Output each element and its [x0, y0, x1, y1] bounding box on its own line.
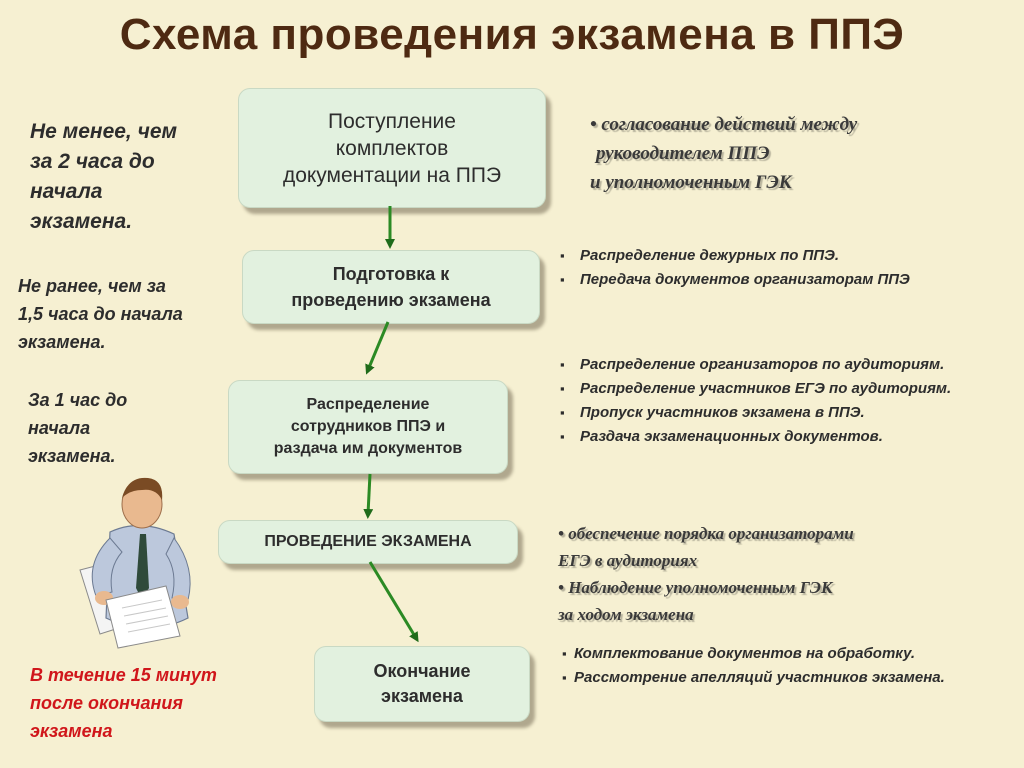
step-label: Поступление комплектов документации на П…: [282, 109, 502, 187]
action-line: • согласование действий между: [590, 114, 858, 135]
list-item: Распределение дежурных по ППЭ.: [560, 244, 1000, 268]
list-item: Распределение участников ЕГЭ по аудитори…: [560, 377, 1000, 401]
timing-note-1: Не менее, чем за 2 часа до начала экзаме…: [30, 120, 178, 233]
list-item: Пропуск участников экзамена в ППЭ.: [560, 401, 1000, 425]
step-label: Распределение сотрудников ППЭ и раздача …: [273, 396, 463, 457]
page-title: Схема проведения экзамена в ППЭ: [119, 10, 905, 59]
timing-note-2: Не ранее, чем за 1,5 часа до начала экза…: [18, 276, 183, 352]
action-line: • обеспечение порядка организаторами: [558, 524, 854, 543]
list-item: Рассмотрение апелляций участников экзаме…: [562, 666, 1002, 690]
step-staff-distribution: Распределение сотрудников ППЭ и раздача …: [228, 380, 508, 474]
list-item: Распределение организаторов по аудитория…: [560, 353, 1000, 377]
step-label: Подготовка к проведению экзамена: [291, 264, 491, 310]
list-item: Комплектование документов на обработку.: [562, 642, 1002, 666]
timing-note-4: В течение 15 минут после окончания экзам…: [30, 665, 217, 741]
step-conducting-exam: ПРОВЕДЕНИЕ ЭКЗАМЕНА: [218, 520, 518, 564]
actions-exam-end: Комплектование документов на обработку. …: [562, 642, 1002, 690]
action-line: руководителем ППЭ: [596, 143, 770, 164]
down-arrow-icon: [365, 321, 390, 375]
actions-receipt: • согласование действий между руководите…: [590, 110, 857, 197]
step-exam-end: Окончание экзамена: [314, 646, 530, 722]
timing-note-3: За 1 час до начала экзамена.: [28, 390, 128, 466]
down-arrow-icon: [363, 473, 374, 519]
action-line: и уполномоченным ГЭК: [590, 172, 792, 193]
list-item: Раздача экзаменационных документов.: [560, 425, 1000, 449]
action-line: за ходом экзамена: [558, 605, 694, 624]
step-label: Окончание экзамена: [373, 661, 471, 706]
step-label: ПРОВЕДЕНИЕ ЭКЗАМЕНА: [264, 533, 472, 550]
actions-distribution: Распределение организаторов по аудитория…: [560, 353, 1000, 449]
down-arrow-icon: [368, 561, 419, 643]
actions-preparation: Распределение дежурных по ППЭ. Передача …: [560, 244, 1000, 292]
action-line: • Наблюдение уполномоченным ГЭК: [558, 578, 833, 597]
actions-conducting: • обеспечение порядка организаторами ЕГЭ…: [558, 520, 854, 628]
step-preparation: Подготовка к проведению экзамена: [242, 250, 540, 324]
action-line: ЕГЭ в аудиториях: [558, 551, 698, 570]
list-item: Передача документов организаторам ППЭ: [560, 268, 1000, 292]
step-receipt-of-documents: Поступление комплектов документации на П…: [238, 88, 546, 208]
person-reading-documents-icon: [79, 477, 191, 649]
